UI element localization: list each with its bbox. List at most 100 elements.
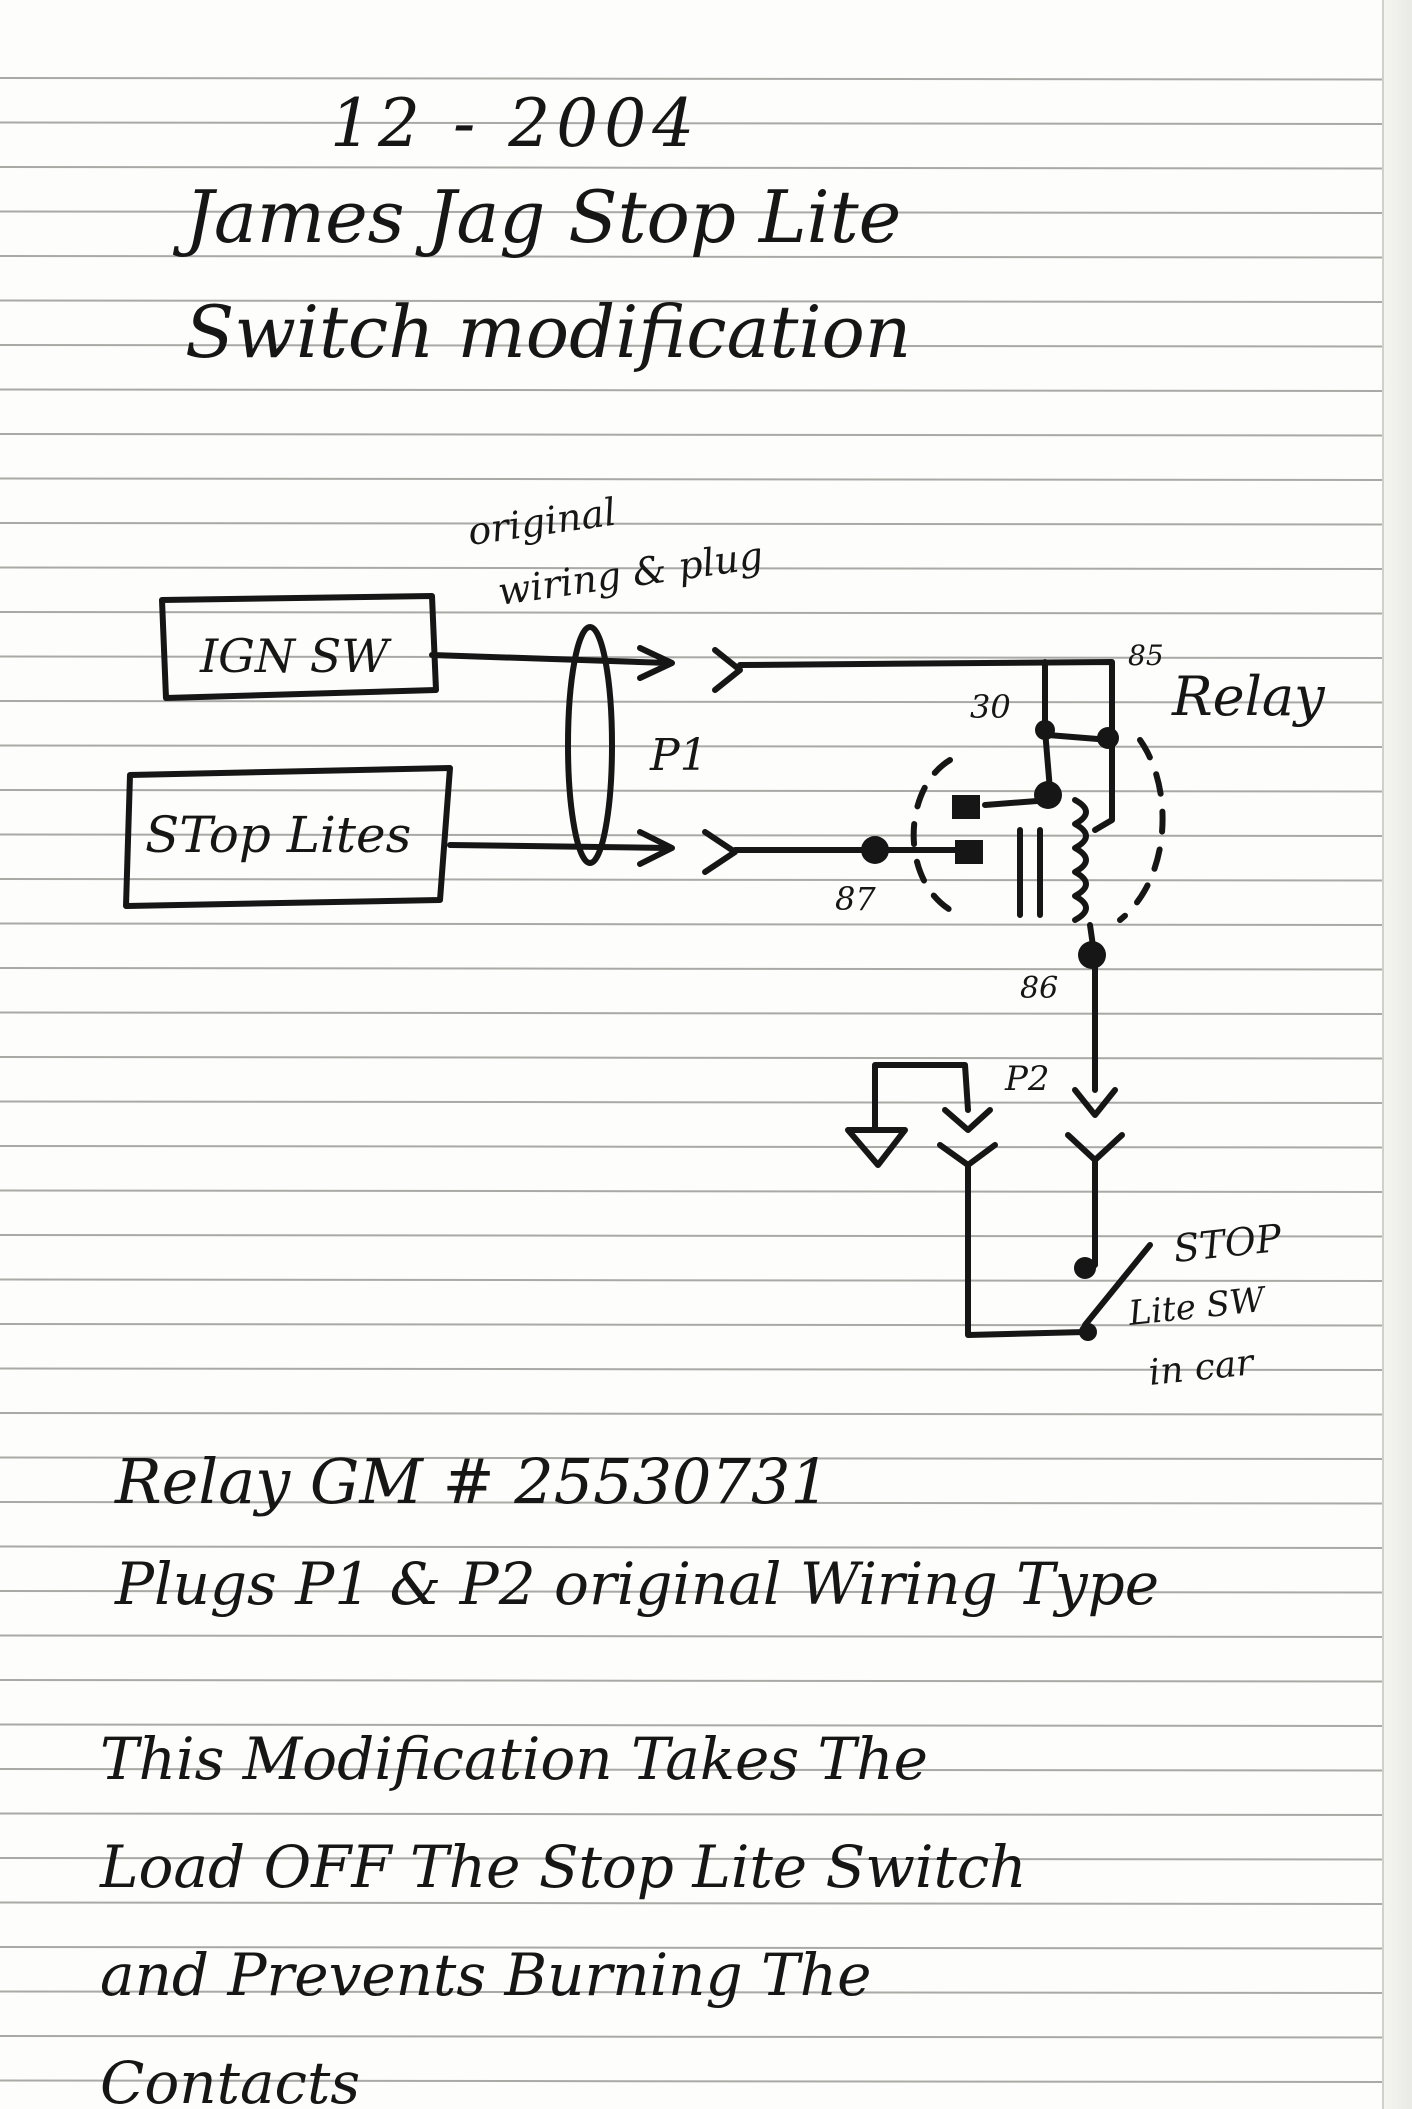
- plugs-note: Plugs P1 & P2 original Wiring Type: [115, 1550, 1160, 1618]
- ign-switch-box: [159, 593, 439, 701]
- p2-chevron-right: [1072, 1087, 1118, 1118]
- wiring-annotation-line1: original: [465, 490, 619, 554]
- relay-housing: [910, 737, 1166, 923]
- ruled-line: [0, 700, 1385, 704]
- ruled-line: [0, 1323, 1385, 1327]
- switch-node-top: [1074, 1257, 1096, 1279]
- wire-switch-left: [965, 1162, 1088, 1338]
- ruled-line: [0, 1768, 1385, 1772]
- ruled-line: [0, 433, 1385, 437]
- ruled-line: [0, 1812, 1385, 1816]
- switch-label-line2: Lite SW: [1126, 1280, 1270, 1334]
- ruled-line: [0, 121, 1385, 125]
- plug-p2-label: P2: [1004, 1059, 1050, 1099]
- ruled-line: [0, 1501, 1385, 1505]
- ground-triangle: [845, 1127, 908, 1168]
- ruled-line: [0, 388, 1385, 392]
- ruled-line: [0, 1056, 1385, 1060]
- node-85: [1097, 727, 1119, 749]
- modification-description: This Modification Takes The Load OFF The…: [100, 1705, 1027, 2109]
- relay-label: Relay: [1171, 665, 1326, 728]
- ruled-line: [0, 166, 1385, 170]
- ruled-line: [0, 1278, 1385, 1282]
- page-title-line2: Switch modification: [185, 290, 912, 374]
- page-title-line1: James Jag Stop Lite: [185, 175, 902, 259]
- ruled-line: [0, 1412, 1385, 1416]
- ruled-line: [0, 522, 1385, 526]
- ruled-line: [0, 477, 1385, 481]
- pin-30-label: 30: [970, 688, 1011, 726]
- relay-part-number: Relay GM # 25530731: [115, 1445, 830, 1518]
- ruled-line: [0, 210, 1385, 214]
- ruled-line: [0, 1456, 1385, 1460]
- ruled-line: [0, 744, 1385, 748]
- relay-contact-square-2: [955, 840, 983, 864]
- description-line: Load OFF The Stop Lite Switch: [100, 1833, 1027, 1901]
- description-line: This Modification Takes The: [100, 1725, 928, 1793]
- node-junction: [1034, 781, 1062, 809]
- ruled-line: [0, 566, 1385, 570]
- ruled-line: [0, 655, 1385, 659]
- stop-lites-label: STop Lites: [145, 806, 411, 864]
- pin-87-label: 87: [835, 880, 876, 918]
- node-86: [1078, 941, 1106, 969]
- plug-p1-oval: [565, 624, 615, 866]
- switch-label-line3: in car: [1147, 1342, 1257, 1394]
- ruled-line: [0, 1011, 1385, 1015]
- ruled-line: [0, 1857, 1385, 1861]
- ruled-line: [0, 1723, 1385, 1727]
- node-30: [1035, 720, 1055, 740]
- relay-contact-left: [1042, 727, 1053, 793]
- plug-p1-label: P1: [649, 730, 708, 781]
- page-edge: [1382, 0, 1412, 2109]
- p1-chevron-bottom: [702, 829, 738, 875]
- ruled-line: [0, 789, 1385, 793]
- stop-arrow: [447, 829, 675, 867]
- ruled-line: [0, 611, 1385, 615]
- p2-loop: [872, 1062, 971, 1133]
- stop-lites-box: [123, 765, 453, 909]
- ruled-line: [0, 922, 1385, 926]
- wiring-annotation-line2: wiring & plug: [495, 533, 766, 614]
- ruled-line: [0, 1189, 1385, 1193]
- pin-85-label: 85: [1128, 639, 1164, 672]
- p2-chevron-left: [942, 1107, 993, 1133]
- ruled-line: [0, 967, 1385, 971]
- ruled-line: [0, 1634, 1385, 1638]
- ruled-line: [0, 1901, 1385, 1905]
- relay-contact-square-1: [952, 795, 980, 819]
- ruled-line: [0, 299, 1385, 303]
- ruled-line: [0, 344, 1385, 348]
- relay-coil: [1072, 797, 1089, 923]
- p2-chevron-right-lower: [1065, 1132, 1125, 1163]
- ruled-line: [0, 1545, 1385, 1549]
- switch-node-bottom: [1079, 1323, 1097, 1341]
- node-87: [861, 836, 889, 864]
- page-date: 12 - 2004: [330, 85, 701, 162]
- p1-chevron-top: [712, 647, 743, 693]
- ign-switch-label: IGN SW: [199, 629, 392, 683]
- ruled-line: [0, 878, 1385, 882]
- ruled-line: [0, 1234, 1385, 1238]
- ruled-line: [0, 1990, 1385, 1994]
- ruled-line: [0, 255, 1385, 259]
- stop-lite-switch-blade: [1082, 1242, 1153, 1328]
- ign-arrow: [429, 645, 675, 681]
- p2-chevron-left-lower: [937, 1142, 998, 1168]
- switch-label-line1: STOP: [1171, 1216, 1285, 1271]
- relay-coil-lines: [1017, 827, 1043, 918]
- description-line: and Prevents Burning The: [100, 1941, 872, 2009]
- ruled-line: [0, 833, 1385, 837]
- ruled-line: [0, 2035, 1385, 2039]
- ruled-line: [0, 1367, 1385, 1371]
- ruled-line: [0, 1145, 1385, 1149]
- ruled-line: [0, 1100, 1385, 1104]
- ruled-line: [0, 1679, 1385, 1683]
- ruled-line: [0, 2079, 1385, 2083]
- ruled-line: [0, 1590, 1385, 1594]
- ruled-line: [0, 77, 1385, 81]
- pin-86-label: 86: [1020, 971, 1058, 1006]
